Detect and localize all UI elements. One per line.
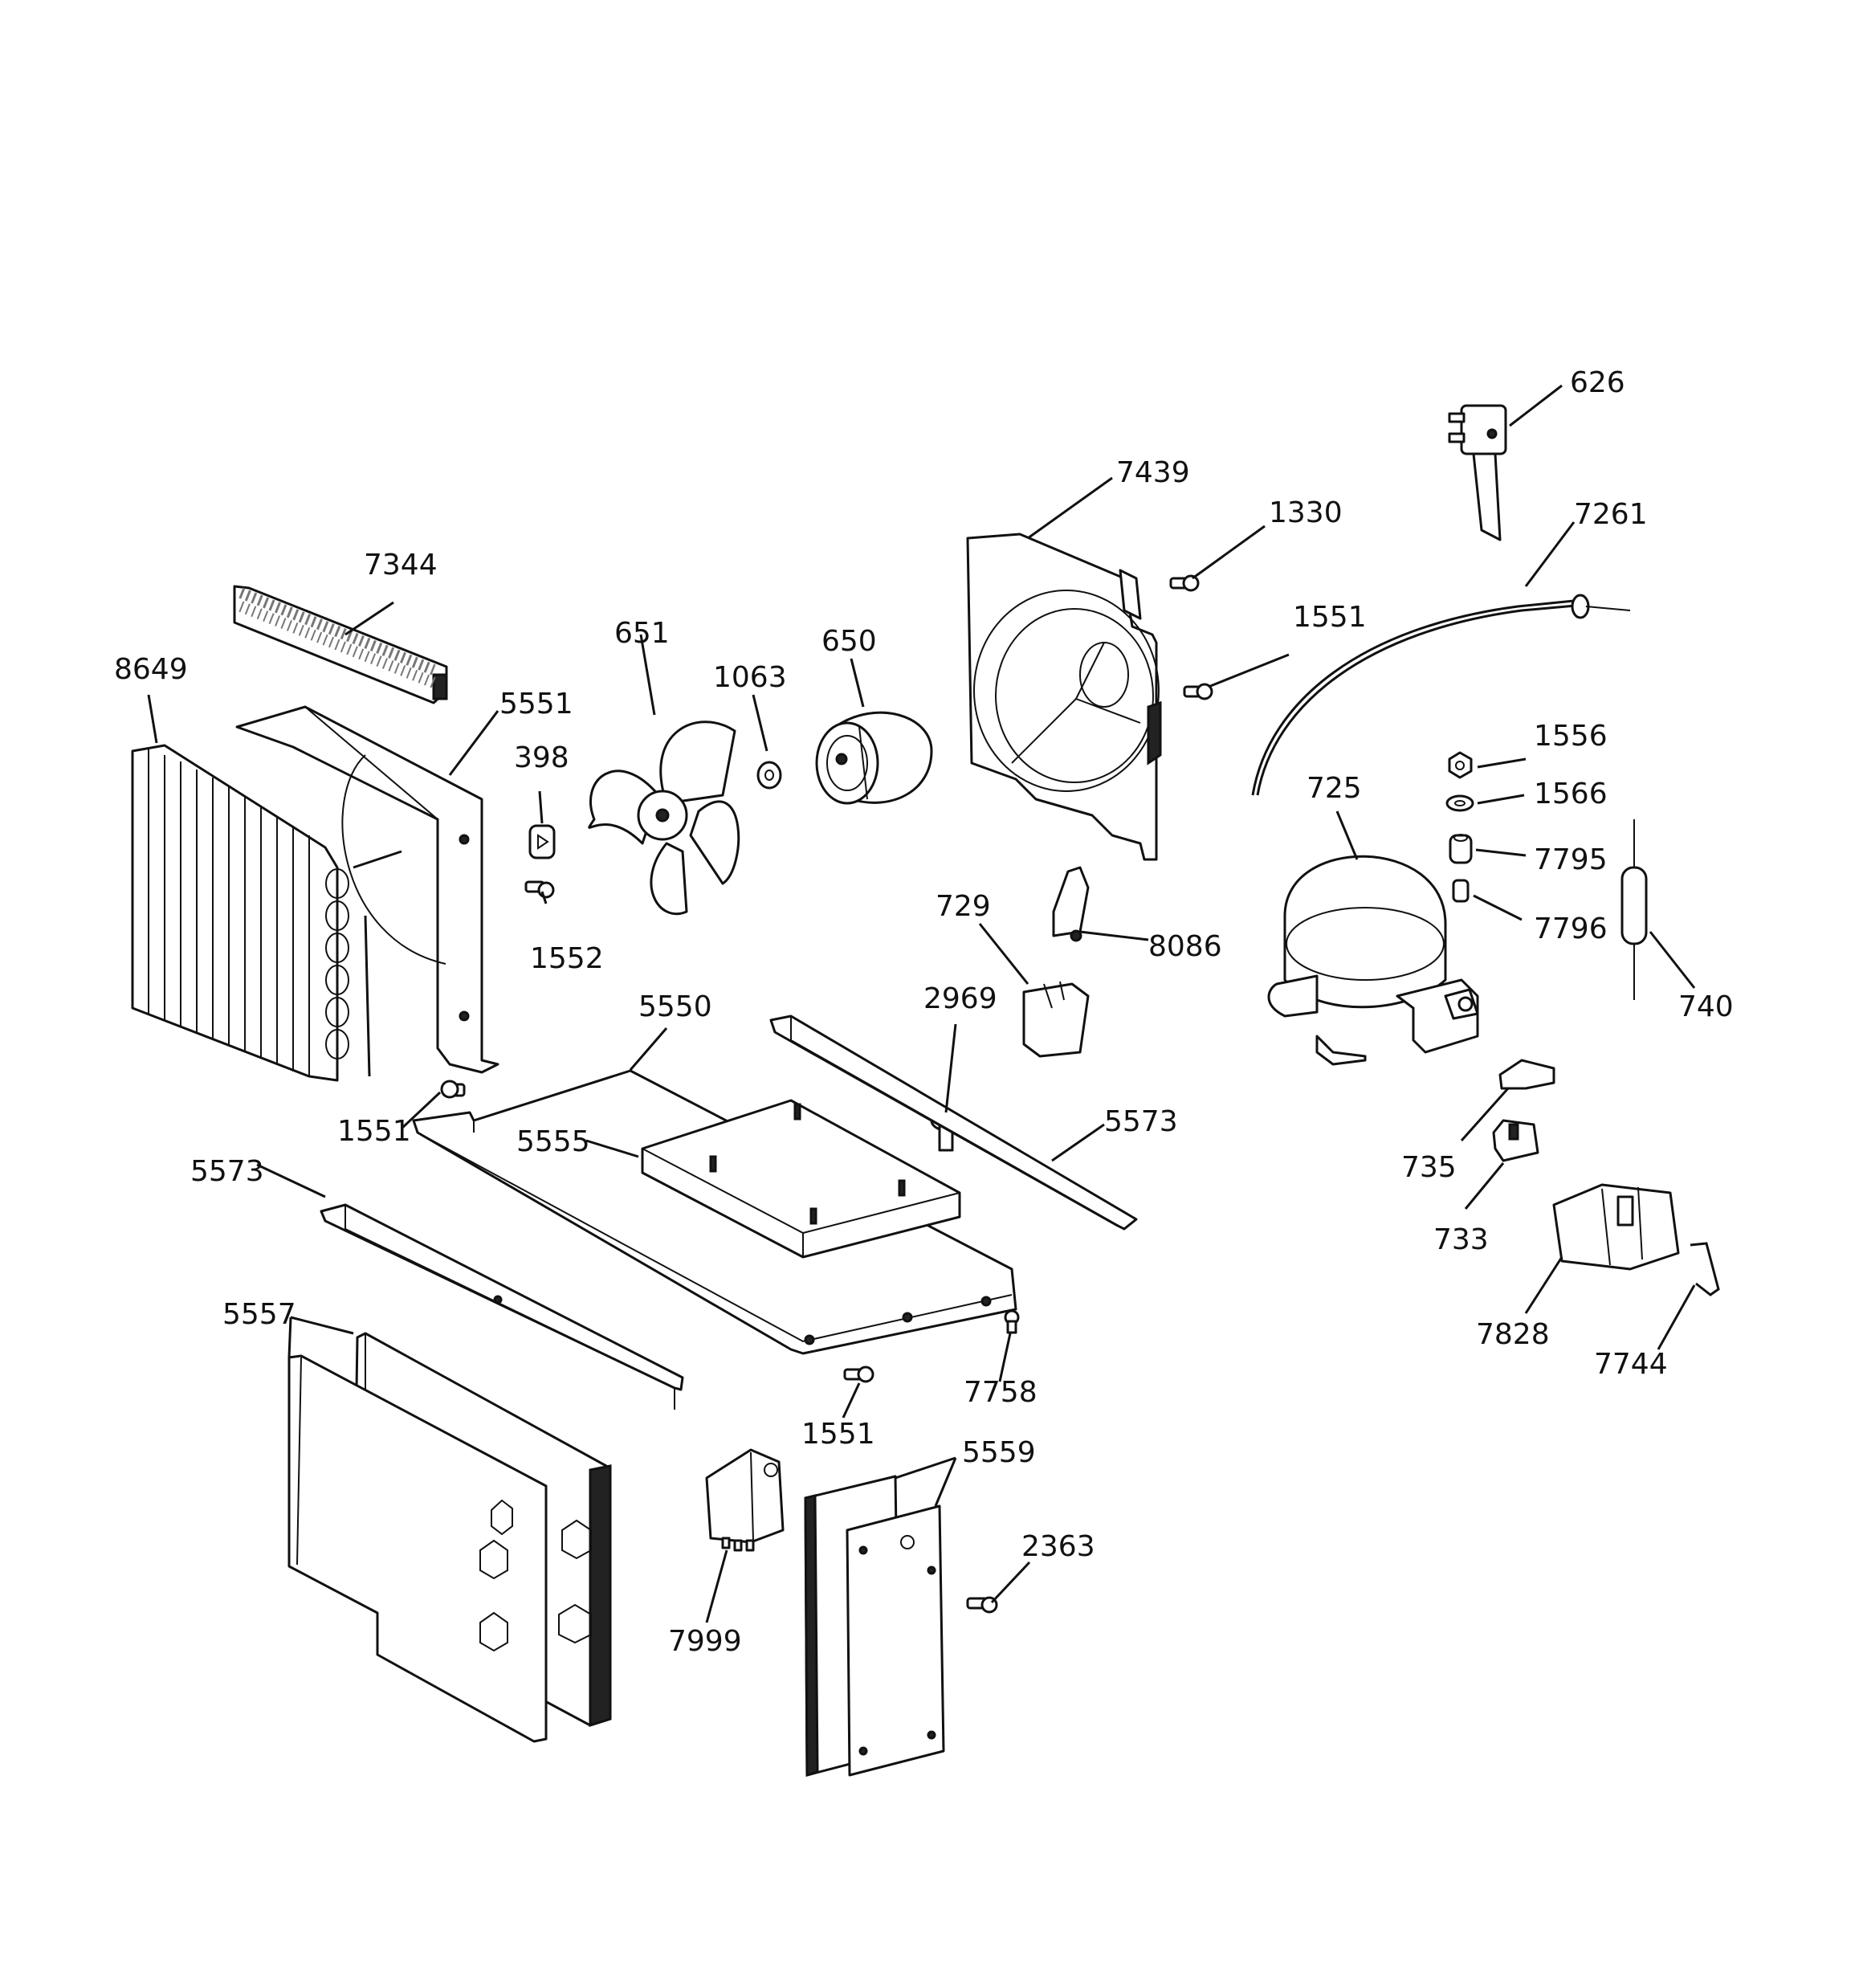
terminal-cover — [1498, 1059, 1555, 1090]
rail-left — [320, 1203, 684, 1410]
label-7439: 7439 — [1116, 456, 1190, 489]
label-7999: 7999 — [668, 1625, 742, 1658]
label-5559: 5559 — [962, 1436, 1036, 1469]
screw-7758 — [1004, 1309, 1020, 1334]
nut-1556 — [1448, 751, 1473, 779]
label-650: 650 — [821, 625, 877, 658]
label-1551-a: 1551 — [1293, 601, 1367, 634]
foam-strip — [233, 585, 448, 704]
label-1551-c: 1551 — [801, 1418, 875, 1451]
overload-clip — [1052, 866, 1090, 942]
label-5573-b: 5573 — [190, 1155, 264, 1188]
label-7261: 7261 — [1574, 498, 1648, 531]
capillary-tube — [1251, 594, 1631, 796]
label-1330: 1330 — [1269, 496, 1343, 529]
side-panel-front — [287, 1354, 592, 1743]
sleeve-7796 — [1452, 879, 1470, 903]
label-729: 729 — [936, 890, 991, 923]
screw-1551-left — [440, 1080, 466, 1099]
label-1566: 1566 — [1534, 778, 1608, 810]
start-relay — [1492, 1119, 1539, 1162]
label-651: 651 — [614, 617, 670, 650]
label-7828: 7828 — [1476, 1318, 1550, 1351]
screw-1551-top — [1183, 683, 1213, 700]
fan-motor — [815, 711, 933, 805]
label-7758: 7758 — [964, 1376, 1037, 1409]
label-2969: 2969 — [923, 982, 997, 1015]
wire-clip — [1690, 1242, 1720, 1296]
drain-pan — [641, 1099, 961, 1259]
screw-1551-bottom — [843, 1365, 874, 1383]
label-5551: 5551 — [499, 688, 573, 720]
leader-lines — [147, 384, 1696, 1623]
label-398: 398 — [514, 741, 569, 774]
washer-1566 — [1445, 794, 1474, 812]
run-capacitor — [1552, 1183, 1680, 1271]
label-735: 735 — [1401, 1151, 1457, 1184]
label-7344: 7344 — [364, 549, 438, 582]
fan-blade — [588, 720, 740, 916]
callout-labels: 626 7439 1330 7261 7344 651 1063 650 155… — [114, 366, 1734, 1658]
access-panel-cover — [846, 1504, 945, 1777]
label-626: 626 — [1570, 366, 1625, 399]
grommet-7795 — [1449, 834, 1473, 864]
compressor — [1267, 855, 1479, 1066]
label-7796: 7796 — [1534, 912, 1608, 945]
label-8086: 8086 — [1148, 930, 1222, 963]
label-5550: 5550 — [638, 990, 712, 1023]
washer-1063 — [756, 761, 782, 790]
label-1552: 1552 — [530, 942, 604, 975]
clip-398 — [528, 824, 556, 859]
defrost-timer — [705, 1448, 785, 1552]
rail-right — [769, 1014, 1138, 1231]
screw-1330 — [1169, 574, 1200, 592]
label-1556: 1556 — [1534, 720, 1608, 753]
relay-729 — [1022, 981, 1090, 1058]
label-5555: 5555 — [516, 1125, 590, 1158]
power-cord-plug — [1448, 404, 1507, 541]
screw-1552 — [524, 880, 555, 899]
condenser-coil — [131, 744, 402, 1082]
base-pan — [412, 1069, 1017, 1355]
label-5557: 5557 — [222, 1298, 296, 1331]
condenser-bracket — [235, 705, 499, 1074]
label-733: 733 — [1433, 1223, 1489, 1256]
label-2363: 2363 — [1021, 1530, 1095, 1563]
drier — [1620, 819, 1648, 1000]
label-725: 725 — [1307, 772, 1362, 805]
label-1063: 1063 — [713, 661, 787, 694]
label-7744: 7744 — [1594, 1348, 1668, 1381]
screw-2363 — [966, 1596, 998, 1614]
fan-shroud — [966, 533, 1162, 861]
label-1551-b: 1551 — [337, 1115, 411, 1148]
label-7795: 7795 — [1534, 843, 1608, 876]
label-5573-a: 5573 — [1104, 1105, 1178, 1138]
label-740: 740 — [1678, 990, 1734, 1023]
label-8649: 8649 — [114, 653, 188, 686]
